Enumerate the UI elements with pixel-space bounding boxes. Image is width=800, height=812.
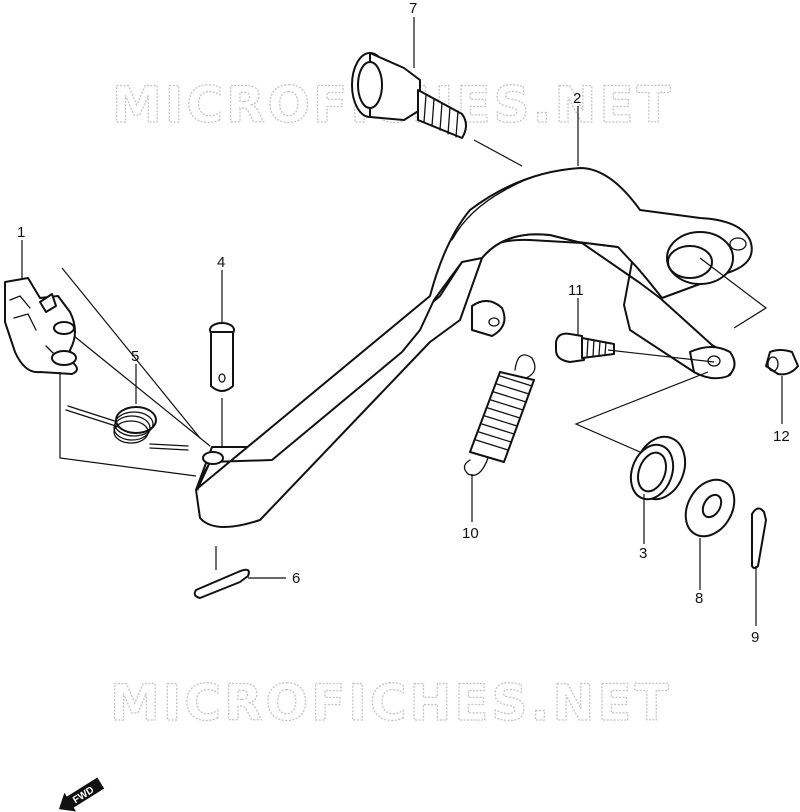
callout-4: 4	[217, 254, 225, 271]
bracket-plate	[4, 277, 78, 375]
nut-12	[765, 349, 799, 376]
callout-9: 9	[751, 629, 759, 646]
callout-5: 5	[131, 348, 139, 365]
callout-6: 6	[292, 570, 300, 587]
brake-pedal	[195, 167, 753, 529]
callout-3: 3	[639, 545, 647, 562]
fwd-arrow-icon: FWD	[58, 777, 105, 812]
callout-12: 12	[773, 428, 790, 445]
clevis-pin	[209, 322, 235, 392]
callout-8: 8	[695, 590, 703, 607]
return-spring	[463, 354, 536, 476]
callout-11: 11	[568, 282, 584, 299]
cotter-pin-6	[193, 568, 250, 599]
callout-labels: 7 2 1 4 11 5 12 10 3 6 8 9	[17, 0, 790, 646]
seal-3	[629, 435, 687, 501]
cotter-pin-9	[751, 507, 767, 569]
callout-2: 2	[573, 90, 581, 107]
washer-8	[684, 478, 736, 538]
watermark-bottom: MICROFICHES.NET	[110, 674, 672, 732]
bolt-11	[555, 332, 615, 363]
callout-7: 7	[409, 0, 417, 17]
pivot-bolt	[351, 52, 467, 139]
torsion-spring	[65, 405, 189, 451]
callout-1: 1	[17, 224, 25, 241]
leader-lines	[21, 17, 783, 626]
assembly-lines	[59, 139, 768, 570]
callout-10: 10	[462, 525, 479, 542]
